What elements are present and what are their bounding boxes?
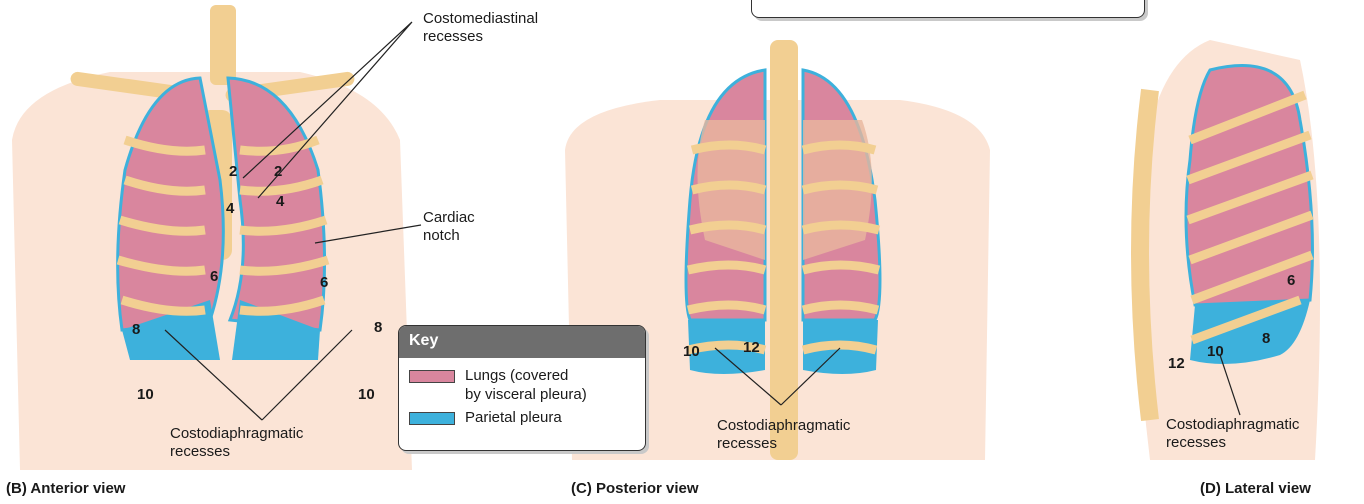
costomediastinal-label: Costomediastinal recesses [423, 10, 538, 46]
rib-number: 8 [1262, 330, 1270, 347]
rib-number: 4 [226, 200, 234, 217]
rib-number: 6 [210, 268, 218, 285]
rib-number: 6 [1287, 272, 1295, 289]
key-item-label: Parietal pleura [465, 408, 562, 427]
rib-number: 2 [274, 163, 282, 180]
spine-neck [210, 5, 236, 85]
key-title: Key [399, 326, 645, 358]
pleura-swatch [409, 412, 455, 425]
caption-anterior: (B) Anterior view [6, 480, 125, 497]
rib-number: 4 [276, 193, 284, 210]
spine [770, 40, 798, 460]
caption-posterior: (C) Posterior view [571, 480, 699, 497]
key-legend: Key Lungs (covered by visceral pleura) P… [398, 325, 646, 451]
rib-number: 8 [374, 319, 382, 336]
rib-number: 10 [683, 343, 700, 360]
rib-number: 12 [1168, 355, 1185, 372]
cardiac-notch-label: Cardiac notch [423, 209, 475, 245]
lung-swatch [409, 370, 455, 383]
key-item-label: Lungs (covered by visceral pleura) [465, 366, 587, 404]
rib-number: 10 [358, 386, 375, 403]
costodiaphragmatic-label-c: Costodiaphragmatic recesses [717, 417, 850, 453]
rib-number: 12 [743, 339, 760, 356]
rib-number: 6 [320, 274, 328, 291]
rib-number: 10 [1207, 343, 1224, 360]
lateral-view-figure [1139, 40, 1320, 460]
costodiaphragmatic-label-d: Costodiaphragmatic recesses [1166, 416, 1299, 452]
partial-top-label-box [751, 0, 1145, 18]
rib-number: 2 [229, 163, 237, 180]
caption-lateral: (D) Lateral view [1200, 480, 1311, 497]
key-item-pleura: Parietal pleura [409, 408, 645, 428]
key-item-lungs: Lungs (covered by visceral pleura) [409, 366, 645, 406]
rib-number: 8 [132, 321, 140, 338]
rib-number: 10 [137, 386, 154, 403]
costodiaphragmatic-label-b: Costodiaphragmatic recesses [170, 425, 303, 461]
spine [1140, 90, 1150, 420]
